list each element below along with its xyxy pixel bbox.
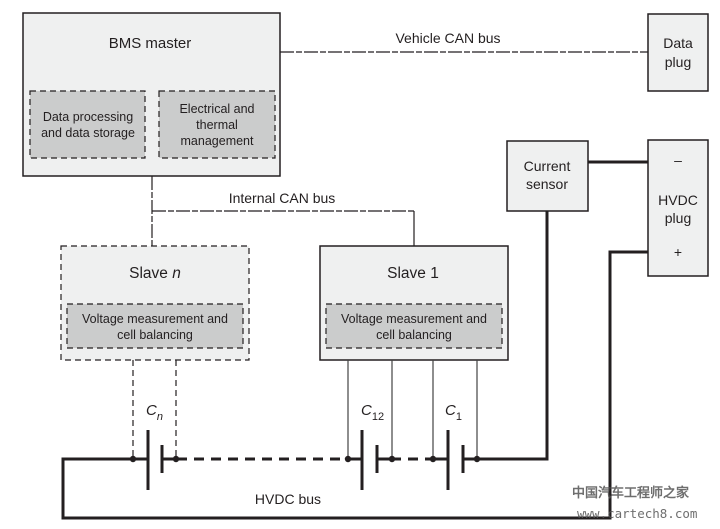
current-sensor-line2: sensor xyxy=(526,176,568,192)
hvdc-bus-label: HVDC bus xyxy=(255,491,321,507)
data-processing-line2: and data storage xyxy=(41,126,135,140)
slave-1-voltage-line1: Voltage measurement and xyxy=(341,312,487,326)
cell-c12 xyxy=(360,430,391,490)
hvdc-plug-box xyxy=(647,139,709,277)
electrical-thermal-line3: management xyxy=(181,134,254,148)
hvdc-plug-line1: HVDC xyxy=(658,192,698,208)
junction-dot xyxy=(473,455,481,463)
hvdc-plug-plus: + xyxy=(674,244,682,260)
slave-n-voltage-box xyxy=(66,303,244,349)
power-wiring xyxy=(61,160,648,520)
watermark-line1: 中国汽车工程师之家 xyxy=(572,485,690,501)
current-sensor-block: Current sensor xyxy=(506,140,589,212)
junction-dot xyxy=(388,455,396,463)
bms-master-block: BMS master Data processing and data stor… xyxy=(22,12,281,177)
current-sensor-line1: Current xyxy=(524,158,571,174)
hvdc-plug-line2: plug xyxy=(665,210,691,226)
slave-n-sense-wires xyxy=(132,360,177,459)
junction-dot xyxy=(129,455,137,463)
watermark: 中国汽车工程师之家 www.cartech8.com xyxy=(572,485,697,521)
cell-cn xyxy=(146,430,177,490)
slave-n-voltage-line1: Voltage measurement and xyxy=(82,312,228,326)
bms-master-title: BMS master xyxy=(109,35,192,52)
electrical-thermal-line1: Electrical and xyxy=(179,102,254,116)
slave-n-title: Slave n xyxy=(129,265,181,282)
data-plug-line1: Data xyxy=(663,35,693,51)
slave-1-voltage-box xyxy=(325,303,503,349)
vehicle-can-bus-label: Vehicle CAN bus xyxy=(395,30,500,46)
electrical-thermal-line2: thermal xyxy=(196,118,238,132)
slave-1-sense-wires xyxy=(347,360,478,459)
data-plug-box xyxy=(647,13,709,92)
slave-1-block: Slave 1 Voltage measurement and cell bal… xyxy=(319,245,509,361)
slave-1-voltage-line2: cell balancing xyxy=(376,328,452,342)
cell-c1-label: C1 xyxy=(445,402,462,423)
cell-cn-label: Cn xyxy=(146,402,163,423)
slave-1-title: Slave 1 xyxy=(387,265,439,282)
slave-n-block: Slave n Voltage measurement and cell bal… xyxy=(60,245,250,361)
junction-dot xyxy=(172,455,180,463)
watermark-line2: www.cartech8.com xyxy=(577,506,697,521)
hvdc-plug-block: – HVDC plug + xyxy=(647,139,709,277)
data-processing-box xyxy=(29,90,146,159)
cell-c1 xyxy=(446,430,478,490)
data-processing-line1: Data processing xyxy=(43,110,133,124)
hvdc-plug-minus: – xyxy=(674,152,682,168)
internal-can-bus-label: Internal CAN bus xyxy=(229,190,336,206)
electrical-thermal-box xyxy=(158,90,276,159)
cell-c12-label: C12 xyxy=(361,402,384,423)
junction-dot xyxy=(344,455,352,463)
data-plug-line2: plug xyxy=(665,54,691,70)
data-plug-block: Data plug xyxy=(647,13,709,92)
slave-n-voltage-line2: cell balancing xyxy=(117,328,193,342)
junction-dot xyxy=(429,455,437,463)
hvdc-bus-wire xyxy=(61,250,648,520)
sensor-to-c1-wire xyxy=(478,211,549,461)
junction-dots xyxy=(129,455,481,463)
